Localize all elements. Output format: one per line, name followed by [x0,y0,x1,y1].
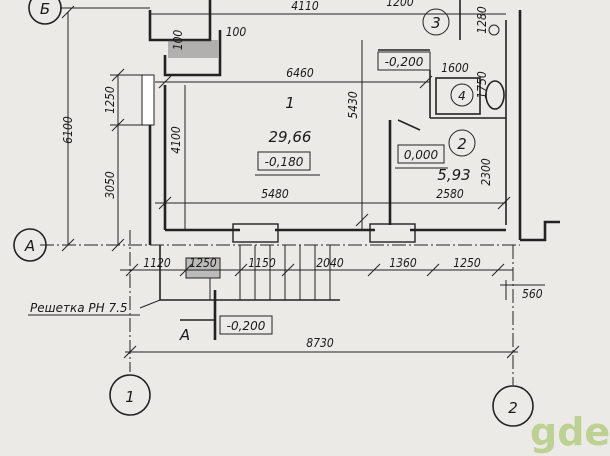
axis-bubble-1 [109,374,151,416]
room-area-1: 29,66 [269,128,312,146]
axis-label-b: Б [40,0,50,18]
room-level-2: 0,000 [404,148,439,162]
axis-bubble-2 [492,385,534,427]
room-number-2: 2 [457,135,467,153]
axis-bubble-b [28,0,62,25]
dim-1200: 1200 [386,0,414,9]
dim-100a: 100 [171,30,185,51]
room-labels: 1 29,66 -0,180 2 5,93 0,000 3 -0,200 4 [265,14,471,184]
room-number-4: 4 [458,89,466,103]
bottom-window-1 [232,223,279,243]
dim-6100: 6100 [61,116,75,144]
axis-grid: А Б 1 2 [13,0,534,427]
dim-4110: 4110 [291,0,319,13]
watermark-logo: gde [530,410,610,454]
dim-4100: 4100 [169,126,183,154]
dim-1120: 1120 [143,256,171,270]
axis-bubble-a [13,228,47,262]
dimension-labels: 4110 1200 1280 100 100 6460 1600 1250 61… [61,0,543,350]
level-box-room1 [257,151,311,171]
room-circle-3 [422,8,450,36]
dim-2300: 2300 [479,158,493,186]
grating-block [185,257,221,279]
dim-560: 560 [522,287,543,301]
room-circle-2 [448,129,476,157]
dimension-lines [61,5,545,359]
left-window [141,74,155,126]
room-circle-4 [450,83,474,107]
bottom-window-2 [369,223,416,243]
dim-8730: 8730 [306,336,334,350]
bathtub [435,77,481,115]
room-area-2: 5,93 [437,166,470,184]
annotations: Решетка РН 7.5 А -0,200 [28,301,266,344]
axis-label-1: 1 [125,388,135,406]
room-level-1: -0,180 [265,155,304,169]
door-swing [397,119,421,131]
hatched-wall [168,40,218,58]
dim-1250a: 1250 [189,256,217,270]
dim-1250-vertical: 1250 [103,86,117,114]
dim-1250b: 1250 [453,256,481,270]
dim-1600: 1600 [441,61,469,75]
dim-3050: 3050 [103,171,117,199]
grating-note: Решетка РН 7.5 [30,301,128,315]
room-number-1: 1 [285,94,295,112]
grating-leader-line [139,299,210,309]
room-number-3: 3 [431,14,441,32]
dim-5480: 5480 [261,187,289,201]
top-left-wall [148,0,212,42]
porch-stairs [159,245,340,301]
level-box-ground [219,315,273,335]
axis-label-2: 2 [508,399,518,417]
dim-100b: 100 [226,25,247,39]
sink [488,24,500,36]
axis-label-a: А [24,237,35,255]
ground-level: -0,200 [227,319,266,333]
top-notch-wall [163,30,222,77]
dim-1750: 1750 [475,71,489,99]
dim-2580: 2580 [436,187,464,201]
dim-1150: 1150 [248,256,276,270]
dim-1280: 1280 [475,6,489,34]
corner-wall [520,220,560,242]
dim-6460: 6460 [286,66,314,80]
dim-5430: 5430 [346,91,360,119]
dim-1360: 1360 [389,256,417,270]
toilet [485,80,505,110]
dim-2040: 2040 [316,256,344,270]
section-mark-a: А [179,326,190,344]
level-box-room2 [397,144,445,164]
level-box-room3 [377,51,431,71]
walls [141,0,560,245]
room-level-3: -0,200 [385,55,424,69]
